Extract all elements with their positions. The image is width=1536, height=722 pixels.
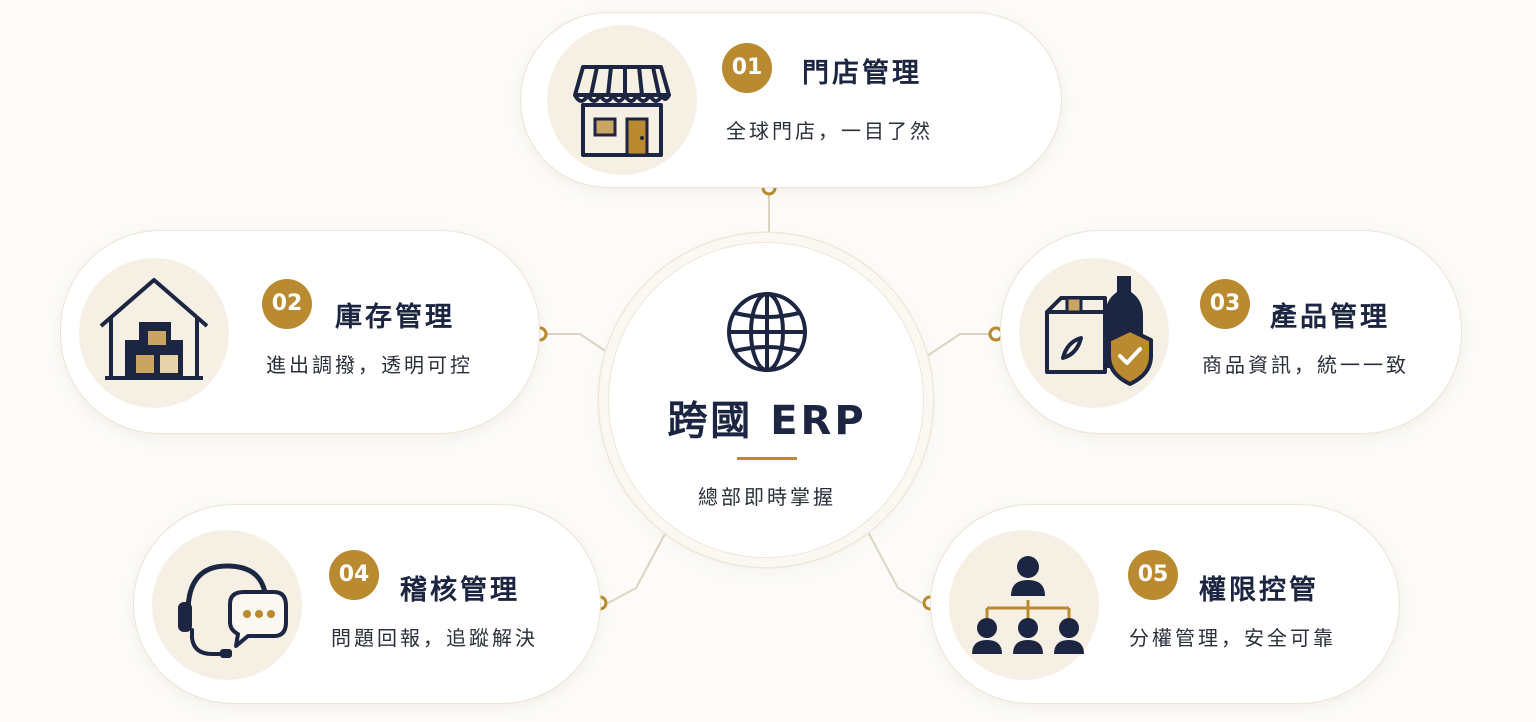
module-title: 稽核管理	[400, 575, 520, 606]
headset-chat-icon	[178, 563, 288, 658]
erp-hub[interactable]: 跨國 ERP 總部即時掌握	[608, 242, 924, 558]
product-shield-icon	[1045, 276, 1153, 386]
module-description: 進出調撥，透明可控	[266, 353, 473, 377]
module-card-audit[interactable]: 04 稽核管理 問題回報，追蹤解決	[133, 504, 601, 704]
module-description: 商品資訊，統一一致	[1202, 353, 1409, 377]
icon-circle	[547, 25, 697, 175]
hub-subtitle: 總部即時掌握	[698, 485, 836, 509]
module-number-badge: 04	[329, 550, 379, 600]
module-card-store[interactable]: 01 門店管理 全球門店，一目了然	[520, 12, 1062, 188]
module-description: 分權管理，安全可靠	[1129, 626, 1336, 650]
icon-circle	[1019, 258, 1169, 408]
module-description: 問題回報，追蹤解決	[331, 626, 538, 650]
store-icon	[573, 65, 671, 157]
module-card-permission[interactable]: 05 權限控管 分權管理，安全可靠	[930, 504, 1400, 704]
globe-icon	[727, 292, 807, 372]
hub-divider	[737, 457, 797, 460]
icon-circle	[949, 530, 1099, 680]
org-chart-icon	[972, 556, 1084, 654]
icon-circle	[79, 258, 229, 408]
module-number-badge: 02	[262, 279, 312, 329]
module-title: 門店管理	[802, 58, 922, 89]
module-title: 權限控管	[1199, 575, 1319, 606]
hub-title: 跨國 ERP	[667, 398, 867, 444]
module-number-badge: 03	[1200, 279, 1250, 329]
module-description: 全球門店，一目了然	[726, 119, 933, 143]
module-card-product[interactable]: 03 產品管理 商品資訊，統一一致	[1000, 230, 1462, 434]
module-title: 產品管理	[1270, 302, 1390, 333]
warehouse-icon	[99, 278, 209, 380]
module-number-badge: 05	[1128, 550, 1178, 600]
icon-circle	[152, 530, 302, 680]
module-number-badge: 01	[722, 43, 772, 93]
module-card-inventory[interactable]: 02 庫存管理 進出調撥，透明可控	[60, 230, 540, 434]
module-title: 庫存管理	[335, 302, 455, 333]
